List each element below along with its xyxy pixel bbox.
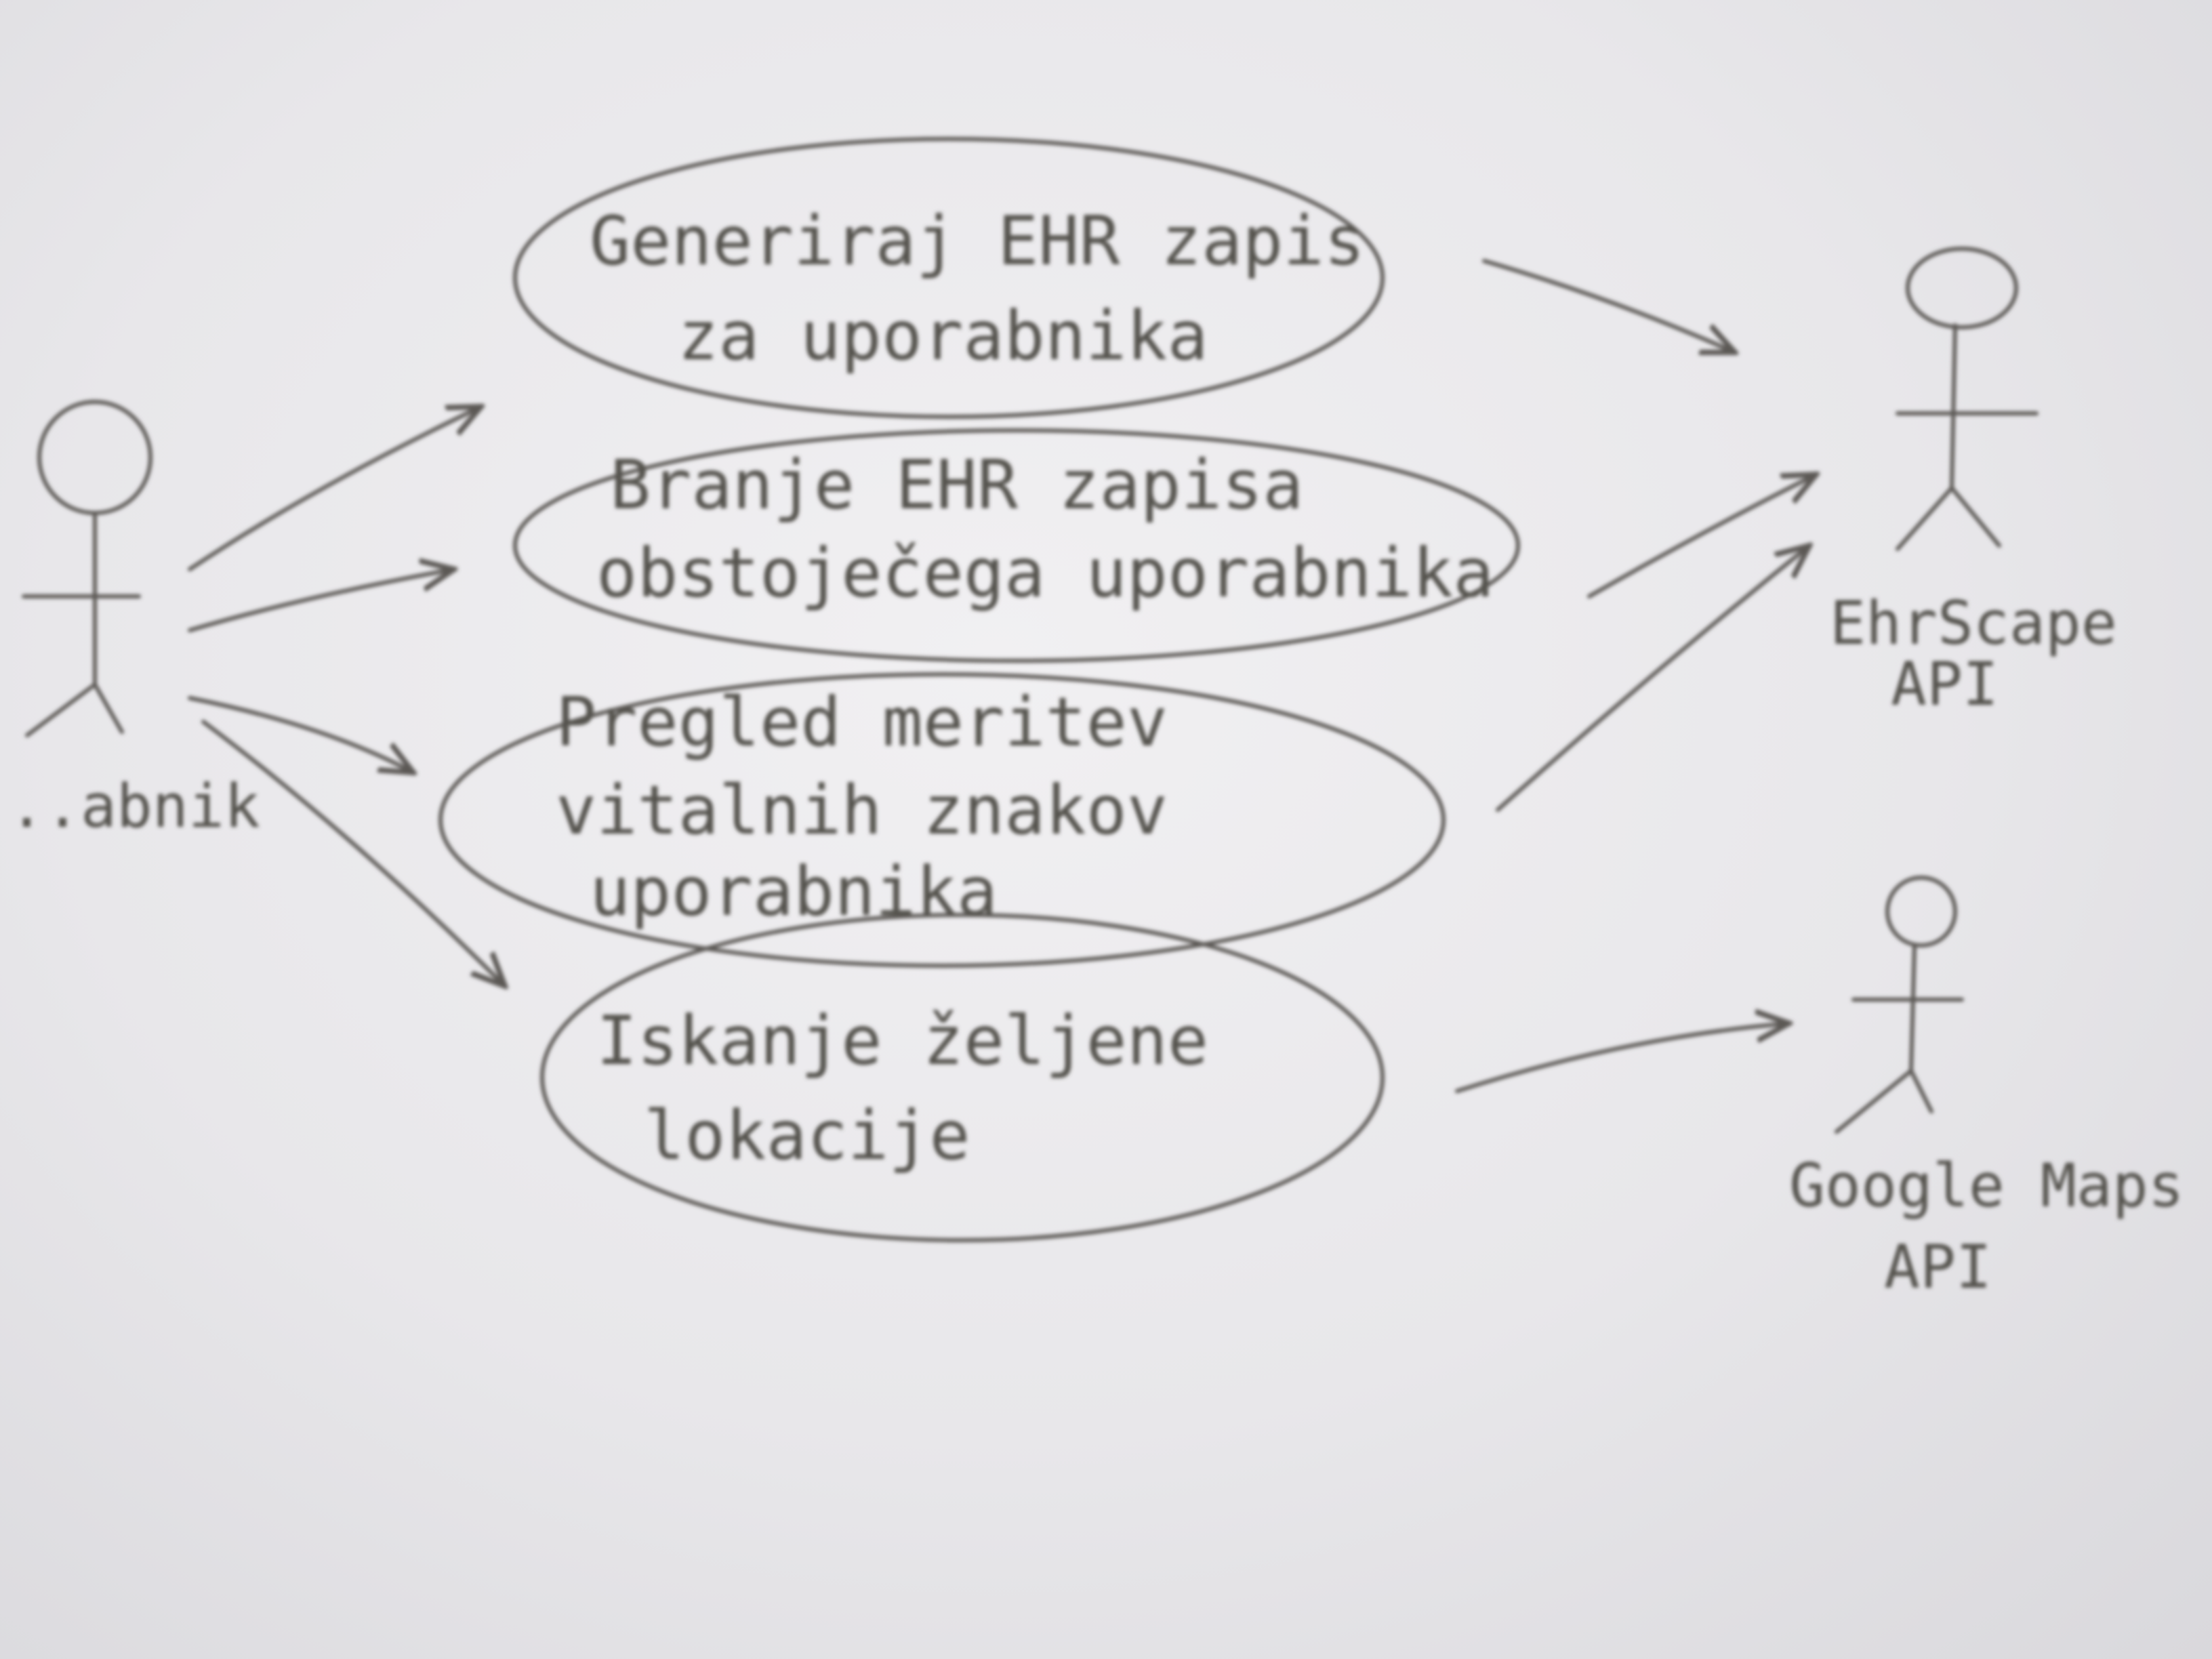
actor-left-figure	[22, 400, 152, 737]
usecase-2-line-1: Branje EHR zapisa	[610, 445, 1304, 525]
arrow-usecase-3-to-ehrscape	[1496, 546, 1809, 812]
actor-left-label: ...abnik	[0, 771, 260, 841]
usecase-text-2: Branje EHR zapisa obstoječega uporabnika	[596, 445, 1494, 613]
usecase-ellipse-4	[540, 913, 1385, 1242]
arrow-usecase-2-to-ehrscape	[1587, 474, 1816, 598]
actor-google-figure	[1835, 876, 1964, 1134]
actor-ehrscape-label-line-2: API	[1891, 649, 1999, 719]
usecase-ellipse-3	[438, 672, 1446, 968]
usecase-4-line-2: lokacije	[644, 1096, 970, 1175]
actor-ehrscape-label-line-1: EhrScape	[1830, 588, 2117, 658]
actor-google-label-line-2: API	[1884, 1232, 1992, 1302]
actor-google-leg-left	[1835, 1069, 1913, 1134]
arrow-usecase-1-to-ehrscape	[1482, 259, 1735, 352]
actor-google-head	[1885, 876, 1957, 947]
actor-ehrscape-body	[1950, 323, 1957, 490]
actor-ehrscape-leg-left	[1896, 486, 1954, 551]
actor-google-label: Google Maps API	[1789, 1151, 2212, 1302]
arrow-actor-to-usecase-2	[188, 569, 454, 632]
actor-google-body	[1909, 943, 1917, 1073]
arrow-actor-to-usecase-4	[201, 720, 505, 986]
usecase-ellipse-2	[513, 428, 1520, 663]
usecase-text-1: Generiraj EHR zapis za uporabnika	[590, 201, 1406, 375]
actor-left-leg-left	[25, 682, 97, 737]
actor-ehrscape-figure	[1896, 247, 2039, 551]
usecase-1-line-1: Generiraj EHR zapis	[590, 201, 1365, 281]
usecase-3-line-2: vitalnih znakov	[556, 771, 1168, 850]
usecase-4-line-1: Iskanje željene	[596, 1001, 1208, 1080]
usecase-text-3: Pregled meritev vitalnih znakov uporabni…	[556, 682, 1208, 931]
actor-google-leg-right	[1909, 1069, 1933, 1113]
arrow-actor-to-usecase-1	[188, 407, 481, 571]
actor-left-head	[37, 400, 152, 515]
usecase-3-line-1: Pregled meritev	[556, 682, 1168, 762]
usecase-2-line-2: obstoječega uporabnika	[596, 533, 1494, 613]
actor-ehrscape-head	[1906, 247, 2018, 329]
arrow-actor-to-usecase-3	[188, 696, 413, 773]
actor-ehrscape-leg-right	[1950, 486, 2001, 548]
arrow-usecase-4-to-google	[1455, 1023, 1789, 1093]
usecase-1-line-2: za uporabnika	[678, 296, 1208, 375]
actor-ehrscape-label: EhrScape API	[1830, 588, 2153, 719]
actor-google-label-line-1: Google Maps	[1789, 1151, 2184, 1221]
usecase-ellipse-1	[513, 137, 1385, 419]
actor-left-leg-right	[93, 682, 124, 734]
usecase-3-line-3: uporabnika	[590, 852, 998, 931]
usecase-text-4: Iskanje željene lokacije	[596, 1001, 1249, 1175]
